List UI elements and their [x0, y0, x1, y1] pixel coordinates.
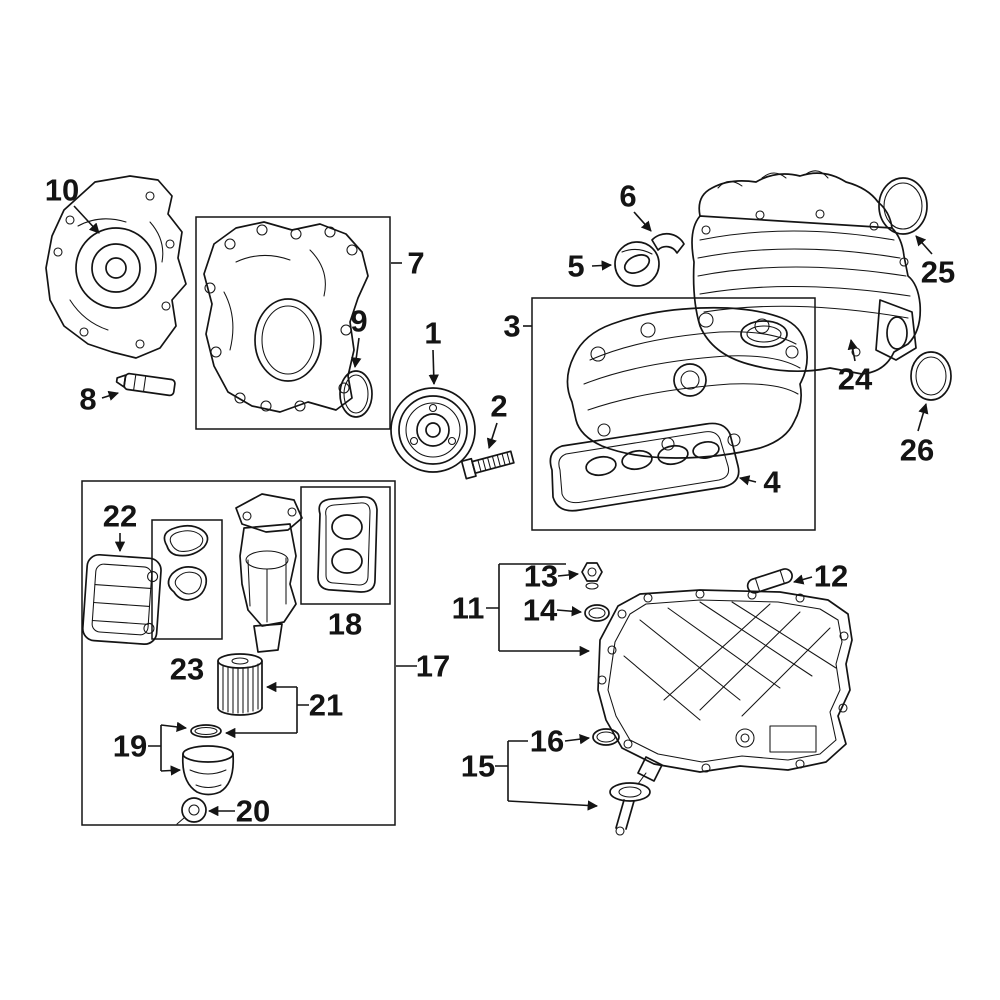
- callout-14: 14: [523, 593, 558, 628]
- leader-14: [556, 606, 583, 617]
- callout-4: 4: [763, 465, 781, 500]
- part-pulley-bolt: [460, 450, 515, 480]
- callout-8: 8: [79, 382, 96, 417]
- leader-9: [351, 337, 362, 369]
- part-cap-20: [176, 797, 207, 825]
- part-timing-cover-plate: [45, 175, 187, 359]
- part-oil-filter-element: [217, 653, 263, 716]
- part-valve-cover: [566, 306, 808, 459]
- callout-3: 3: [503, 309, 520, 344]
- leader-6: [633, 211, 652, 232]
- leader-26: [917, 403, 929, 432]
- callout-11: 11: [452, 591, 485, 626]
- leader-19-bottom: [160, 765, 182, 776]
- part-intake-manifold: [691, 170, 922, 375]
- leader-19-bracket: [148, 725, 162, 771]
- part-valve-cover-gasket: [549, 422, 740, 512]
- leader-13: [557, 569, 580, 581]
- callout-25: 25: [921, 255, 955, 290]
- group-box-18: [300, 486, 391, 605]
- leader-15-bracket: [495, 741, 509, 801]
- group-box-17: [81, 480, 396, 826]
- callout-17: 17: [416, 649, 450, 684]
- callout-18: 18: [328, 607, 362, 642]
- part-drain-plug-seal: [584, 604, 610, 622]
- part-half-moon-seal: [651, 232, 685, 254]
- leader-1: [428, 349, 439, 386]
- leader-24: [847, 338, 858, 362]
- leader-10: [73, 205, 100, 234]
- callout-24: 24: [838, 362, 873, 397]
- part-oil-level-sensor: [609, 756, 663, 836]
- callout-6: 6: [619, 179, 636, 214]
- callout-10: 10: [45, 173, 79, 208]
- leader-lines: [73, 205, 933, 817]
- part-oil-filter-cap: [181, 745, 235, 796]
- part-o-ring-25: [878, 177, 928, 235]
- callout-9: 9: [350, 304, 367, 339]
- part-sensor-o-ring: [592, 728, 620, 746]
- leader-19-top: [160, 721, 188, 733]
- callout-5: 5: [567, 249, 584, 284]
- callout-20: 20: [236, 794, 270, 829]
- leader-11-bracket: [486, 564, 500, 651]
- part-dowel-pin: [746, 568, 793, 594]
- leader-5: [591, 260, 613, 271]
- leader-8: [101, 390, 119, 401]
- callout-15: 15: [461, 749, 495, 784]
- leader-25: [915, 235, 933, 255]
- leader-4: [738, 475, 757, 486]
- part-oil-filter-housing: [235, 493, 303, 653]
- callout-2: 2: [490, 389, 507, 424]
- callout-19: 19: [113, 729, 147, 764]
- leader-15-bottom: [507, 800, 599, 811]
- callout-22: 22: [103, 499, 137, 534]
- part-oil-cooler-gaskets: [163, 524, 209, 601]
- callout-16: 16: [530, 724, 564, 759]
- callout-13: 13: [524, 559, 558, 594]
- group-box-23: [151, 519, 223, 640]
- callout-1: 1: [424, 316, 441, 351]
- group-box-7: [195, 216, 391, 430]
- leader-12: [792, 574, 813, 585]
- callout-labels: 1 2 3 4 5 6 7 8 9 10 11 12 13 14 15 16 1…: [45, 173, 955, 829]
- callout-12: 12: [814, 559, 848, 594]
- part-oil-cooler: [81, 553, 162, 645]
- part-oil-pan: [597, 589, 853, 773]
- part-oil-filler-cap: [614, 241, 660, 287]
- part-gasket-18: [317, 496, 378, 593]
- part-o-ring-26: [910, 351, 952, 401]
- part-sealant-tube: [115, 372, 176, 397]
- callout-7: 7: [407, 246, 424, 281]
- leader-16: [564, 734, 591, 745]
- leader-2: [486, 422, 498, 449]
- part-crankshaft-pulley: [390, 387, 476, 473]
- part-timing-cover: [203, 221, 369, 413]
- part-filter-o-ring: [190, 724, 222, 738]
- leader-21-bracket: [296, 687, 309, 733]
- callout-23: 23: [170, 652, 204, 687]
- callout-26: 26: [900, 433, 934, 468]
- part-drain-plug: [581, 562, 603, 590]
- group-box-3: [531, 297, 816, 531]
- part-seal-ring-9: [339, 370, 373, 418]
- callout-21: 21: [309, 688, 343, 723]
